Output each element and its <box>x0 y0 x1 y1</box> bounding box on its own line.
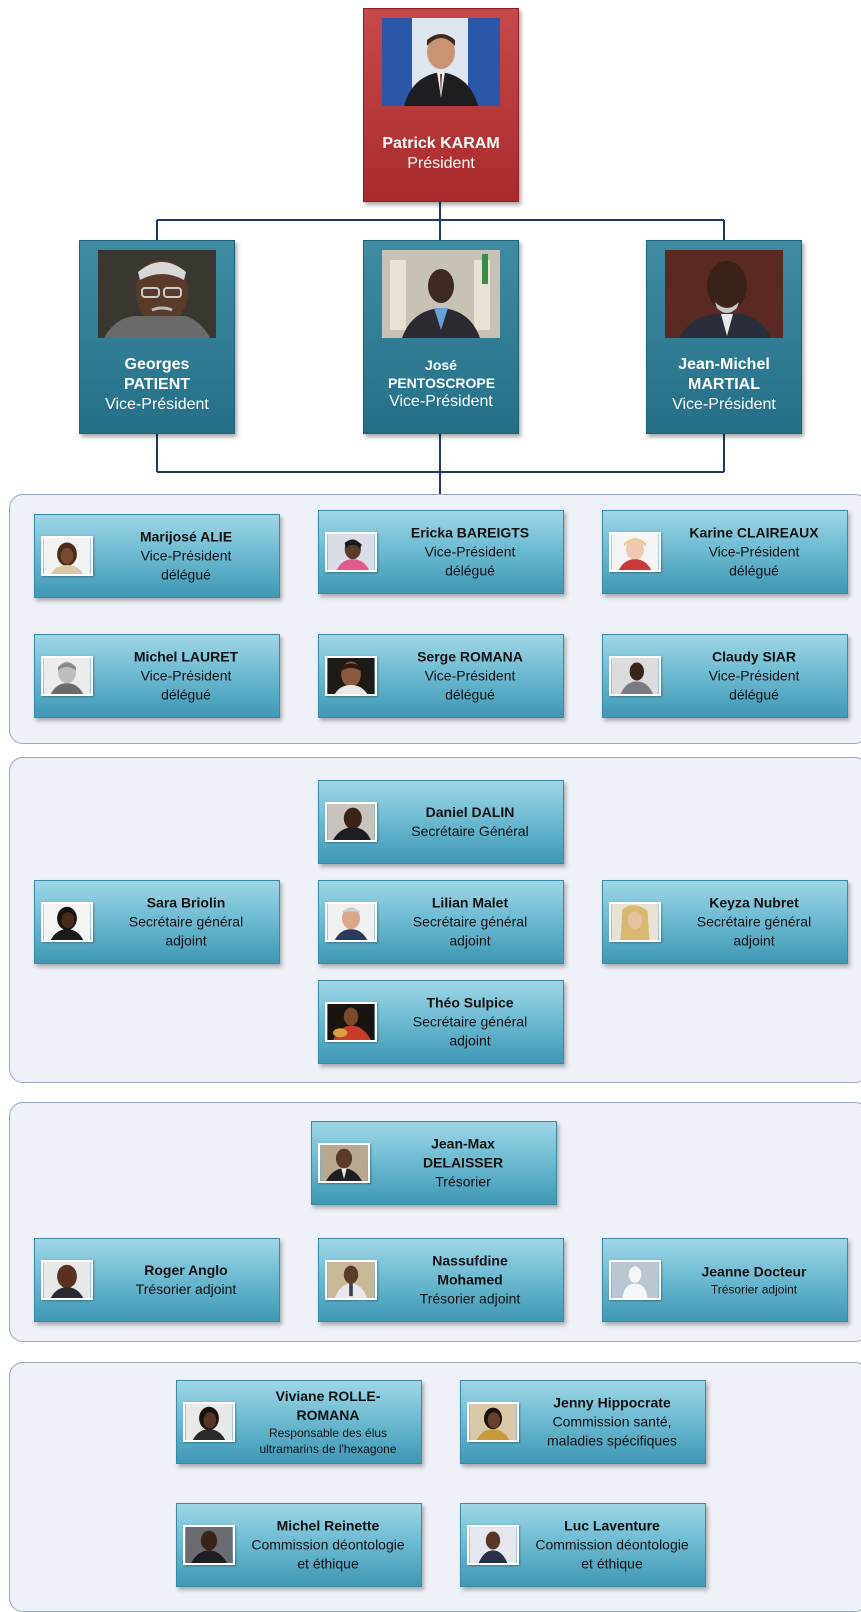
member-photo <box>609 532 661 572</box>
member-role: Trésorier adjoint <box>710 1282 798 1297</box>
vice-president-photo <box>665 250 783 338</box>
member-role: Secrétaire général adjoint <box>412 1013 528 1049</box>
member-name: Lilian Malet <box>431 894 509 911</box>
member-card: Jean-Max DELAISSER Trésorier <box>311 1121 557 1205</box>
member-photo <box>325 656 377 696</box>
member-role: Commission déontologie et éthique <box>535 1536 689 1572</box>
vice-president-photo <box>98 250 216 338</box>
member-name: Jeanne Docteur <box>701 1263 807 1280</box>
member-role: Vice-Président délégué <box>424 667 516 703</box>
member-photo <box>325 1260 377 1300</box>
member-card: Claudy SIAR Vice-Président délégué <box>602 634 848 718</box>
member-name: Keyza Nubret <box>709 894 799 911</box>
member-photo <box>183 1525 235 1565</box>
vice-president-name: José PENTOSCROPE <box>388 357 496 391</box>
member-name: Marijosé ALIE <box>139 528 233 545</box>
member-role: Trésorier adjoint <box>419 1290 521 1307</box>
vice-president-role: Vice-Président <box>389 393 493 410</box>
president-name: Patrick KARAM <box>382 135 500 152</box>
member-role: Secrétaire Général <box>411 823 529 839</box>
vice-president-card: Jean-Michel MARTIAL Vice-Président <box>646 240 802 434</box>
member-photo <box>467 1402 519 1442</box>
member-role: Vice-Président délégué <box>708 667 800 703</box>
member-name: Serge ROMANA <box>417 648 523 665</box>
member-card: Ericka BAREIGTS Vice-Président délégué <box>318 510 564 594</box>
member-card: Michel LAURET Vice-Président délégué <box>34 634 280 718</box>
commissions-group <box>9 1362 861 1612</box>
member-card: Marijosé ALIE Vice-Président délégué <box>34 514 280 598</box>
member-role: Commission santé, maladies spécifiques <box>547 1413 677 1449</box>
member-name: Luc Laventure <box>564 1517 660 1534</box>
member-photo <box>318 1143 370 1183</box>
member-role: Vice-Président délégué <box>140 667 232 703</box>
member-name: Daniel DALIN <box>425 804 515 821</box>
member-name: Sara Briolin <box>146 894 226 911</box>
member-name: Michel Reinette <box>276 1517 380 1534</box>
member-photo <box>41 656 93 696</box>
member-role: Vice-Président délégué <box>140 547 232 583</box>
vice-president-role: Vice-Président <box>672 396 776 413</box>
vice-president-card: José PENTOSCROPE Vice-Président <box>363 240 519 434</box>
member-photo <box>325 802 377 842</box>
member-photo <box>325 532 377 572</box>
member-card: Karine CLAIREAUX Vice-Président délégué <box>602 510 848 594</box>
member-role: Secrétaire général adjoint <box>128 913 244 949</box>
member-name: Viviane ROLLE-ROMANA <box>275 1387 381 1423</box>
member-photo <box>183 1402 235 1442</box>
member-role: Secrétaire général adjoint <box>412 913 528 949</box>
member-name: Roger Anglo <box>144 1262 228 1279</box>
member-photo <box>609 902 661 942</box>
president-card: Patrick KARAM Président <box>363 8 519 202</box>
member-name: Ericka BAREIGTS <box>410 524 530 541</box>
member-photo <box>325 1002 377 1042</box>
vice-president-role: Vice-Président <box>105 396 209 413</box>
member-role: Vice-Président délégué <box>708 543 800 579</box>
member-role: Trésorier adjoint <box>135 1281 237 1297</box>
member-role: Secrétaire général adjoint <box>696 913 812 949</box>
member-name: Michel LAURET <box>133 648 239 665</box>
member-role: Trésorier <box>435 1173 491 1190</box>
member-card: Serge ROMANA Vice-Président délégué <box>318 634 564 718</box>
member-name: Théo Sulpice <box>426 994 514 1011</box>
connector-lines <box>156 202 725 494</box>
member-role: Vice-Président délégué <box>424 543 516 579</box>
president-role: Président <box>407 155 475 172</box>
member-photo <box>609 1260 661 1300</box>
member-photo <box>609 656 661 696</box>
member-name: Jean-Max DELAISSER <box>422 1135 504 1171</box>
member-role: Commission déontologie et éthique <box>251 1536 405 1572</box>
member-name: Nassufdine Mohamed <box>432 1252 508 1288</box>
member-photo <box>41 536 93 576</box>
vice-president-photo <box>382 250 500 338</box>
member-name: Karine CLAIREAUX <box>689 524 819 541</box>
member-role: Responsable des élus ultramarins de l'he… <box>259 1425 397 1456</box>
president-photo <box>382 18 500 106</box>
vice-president-card: Georges PATIENT Vice-Président <box>79 240 235 434</box>
member-photo <box>41 1260 93 1300</box>
member-name: Claudy SIAR <box>711 648 796 665</box>
member-name: Jenny Hippocrate <box>553 1394 671 1411</box>
member-photo <box>467 1525 519 1565</box>
vice-president-name: Georges PATIENT <box>123 356 191 393</box>
member-photo <box>41 902 93 942</box>
vice-president-name: Jean-Michel MARTIAL <box>678 356 770 393</box>
member-photo <box>325 902 377 942</box>
member-card: Daniel DALIN Secrétaire Général <box>318 780 564 864</box>
